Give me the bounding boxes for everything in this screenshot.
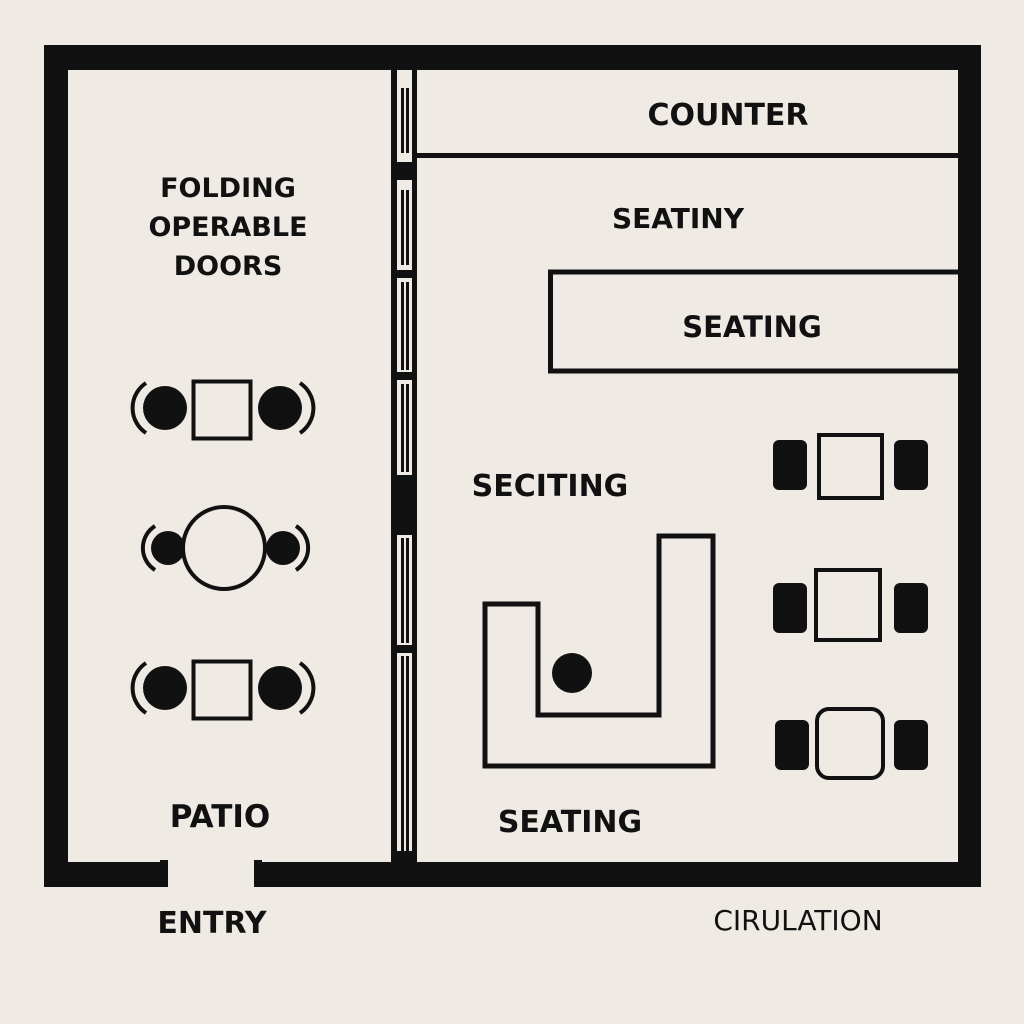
table-rounded-icon (815, 707, 885, 780)
door-panel-line (401, 88, 404, 153)
booth-stool-icon (552, 653, 592, 693)
patio-table-set-square-top (130, 379, 316, 441)
chair-block-icon (773, 440, 807, 490)
chair-arc-icon (140, 524, 157, 572)
folding-doors-label-line3: DOORS (174, 251, 283, 282)
table-round-icon (181, 505, 267, 591)
counter-label: COUNTER (647, 98, 808, 133)
table-square-icon (817, 433, 884, 500)
seating-box-label: SEATING (682, 310, 822, 344)
chair-arc-icon (130, 381, 148, 435)
folding-wall-frame-left (391, 70, 397, 864)
u-shaped-booth (482, 533, 716, 769)
entry-jamb-right (254, 860, 262, 887)
door-panel-line (401, 656, 404, 851)
chair-icon (258, 666, 302, 710)
entry-jamb-left (160, 860, 168, 887)
chair-block-icon (773, 583, 807, 633)
table-square-icon (191, 379, 253, 441)
seating-box (548, 269, 963, 374)
patio-table-set-round (140, 505, 311, 591)
dining-table-set-2 (773, 568, 928, 642)
dining-table-set-1 (773, 433, 928, 500)
chair-arc-icon (294, 524, 311, 572)
dining-table-set-3 (775, 707, 928, 780)
outer-walls (44, 45, 981, 887)
door-panel-line (401, 384, 404, 472)
entry-label: ENTRY (157, 906, 268, 941)
patio-table-set-square-bottom (130, 659, 316, 721)
chair-arc-icon (298, 661, 316, 715)
door-panel-line (401, 538, 404, 643)
table-square-icon (191, 659, 253, 721)
chair-arc-icon (130, 661, 148, 715)
counter-divider (412, 153, 960, 158)
chair-arc-icon (298, 381, 316, 435)
circulation-label: CIRULATION (713, 904, 882, 937)
chair-block-icon (894, 440, 928, 490)
chair-icon (143, 666, 187, 710)
door-divider (397, 270, 412, 278)
door-panel-line (401, 282, 404, 370)
door-divider (397, 645, 412, 653)
door-panel-line (406, 282, 409, 370)
door-divider (397, 162, 412, 180)
chair-icon (151, 531, 185, 565)
folding-doors-label-line1: FOLDING (160, 173, 296, 204)
folding-doors-wall (391, 70, 417, 864)
door-divider (397, 475, 412, 535)
seating-top-label: SEATINY (612, 202, 745, 235)
chair-block-icon (894, 720, 928, 770)
wall-bottom-right (254, 862, 981, 887)
folding-doors-label-line2: OPERABLE (148, 212, 307, 243)
wall-bottom-left (44, 862, 168, 887)
chair-icon (143, 386, 187, 430)
chair-block-icon (775, 720, 809, 770)
door-panel-line (406, 190, 409, 265)
door-panel-line (406, 384, 409, 472)
door-divider (397, 851, 412, 864)
seating-mid-label: SECITING (472, 469, 629, 504)
door-panel-line (406, 538, 409, 643)
door-divider (397, 372, 412, 380)
wall-top (44, 45, 981, 70)
seating-bottom-label: SEATING (498, 805, 642, 840)
wall-right (958, 45, 981, 887)
door-panel-line (406, 88, 409, 153)
chair-icon (266, 531, 300, 565)
patio-label: PATIO (170, 799, 271, 835)
wall-left (44, 45, 68, 887)
door-panel-line (406, 656, 409, 851)
chair-block-icon (894, 583, 928, 633)
table-square-icon (814, 568, 882, 642)
folding-wall-frame-right (412, 70, 417, 864)
door-panel-line (401, 190, 404, 265)
chair-icon (258, 386, 302, 430)
